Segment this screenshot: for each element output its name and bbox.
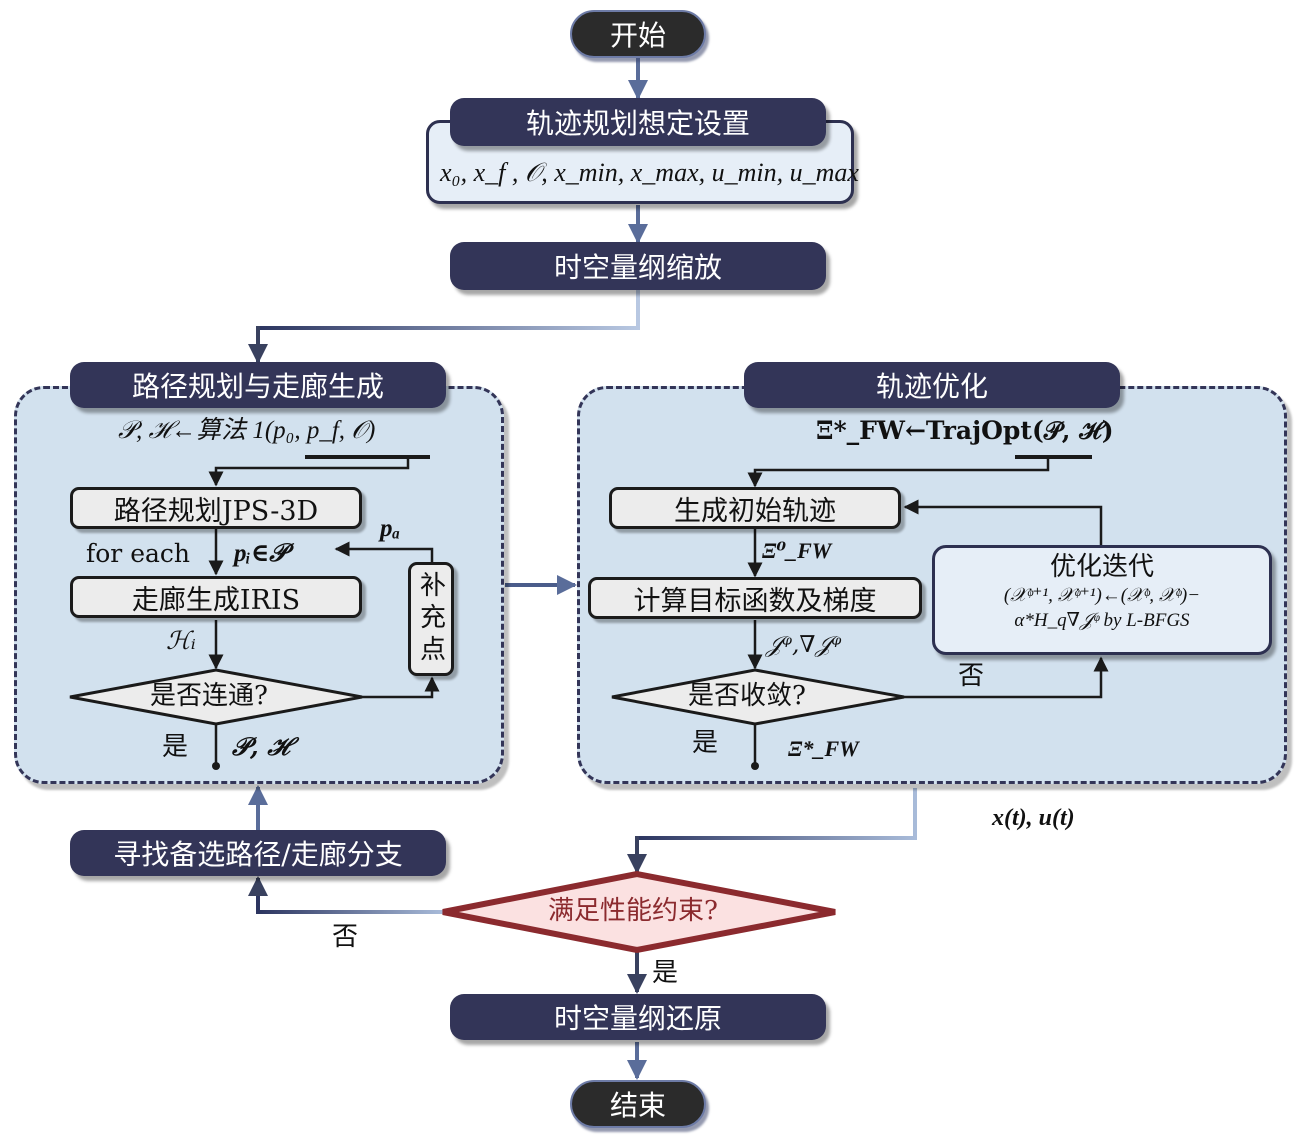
traj-algo-text: Ξ*_FW←TrajOpt(𝒫, ℋ) <box>816 416 1114 445</box>
xi0-label: Ξ⁰_FW <box>762 540 831 562</box>
setup-title-label: 轨迹规划想定设置 <box>525 107 750 140</box>
iris-node: 走廊生成IRIS <box>70 576 362 618</box>
jps-label: 路径规划JPS-3D <box>113 495 319 527</box>
traj-panel-title: 轨迹优化 <box>744 362 1120 408</box>
xu-output-label: x(t), u(t) <box>992 806 1075 830</box>
opt-iter-node: 优化迭代 (𝒳ᵠ⁺¹, 𝒳ᵠ⁺¹)←(𝒳ᵠ, 𝒳ᵠ)− α*H_q∇𝒥ᵠ by … <box>932 545 1272 655</box>
Jq-text: 𝒥ᵠ,∇𝒥ᵠ <box>766 632 842 658</box>
start-node: 开始 <box>570 10 706 58</box>
traj-panel-title-label: 轨迹优化 <box>875 370 988 403</box>
xi-star-label: Ξ*_FW <box>788 738 859 760</box>
pa-label: pₐ <box>380 516 400 541</box>
setup-params: x₀, x_f , 𝒪, x_min, x_max, u_min, u_max <box>440 160 859 186</box>
end-node: 结束 <box>570 1080 706 1128</box>
xu-output-text: x(t), u(t) <box>992 805 1075 831</box>
opt-iter-line2: α*H_q∇𝒥ᵠ by L-BFGS <box>1014 610 1190 631</box>
setup-params-text: x₀, x_f , 𝒪, x_min, x_max, u_min, u_max <box>440 158 859 187</box>
bottom-yes-label: 是 <box>652 960 678 986</box>
pa-text: pₐ <box>380 515 400 542</box>
left-yes-text: 是 <box>162 732 189 762</box>
path-algo-call: 𝒫, ℋ←算法 1(p₀, p_f, 𝒪) <box>118 418 375 443</box>
scale-label: 时空量纲缩放 <box>553 251 722 284</box>
supplement-label: 补充点 <box>415 571 446 667</box>
xi-star-text: Ξ*_FW <box>788 736 859 761</box>
init-traj-label: 生成初始轨迹 <box>674 495 836 527</box>
converged-label: 是否收敛? <box>688 683 806 709</box>
PH-out-label: 𝒫, ℋ <box>232 734 290 759</box>
right-no-text: 否 <box>958 661 985 691</box>
start-label: 开始 <box>609 19 666 52</box>
path-panel-title-label: 路径规划与走廊生成 <box>131 370 384 403</box>
converged-text: 是否收敛? <box>688 681 806 711</box>
end-label: 结束 <box>609 1089 666 1122</box>
pi-in-P-text: pᵢ∈𝒫 <box>234 540 288 567</box>
compute-node: 计算目标函数及梯度 <box>588 577 922 619</box>
connected-label: 是否连通? <box>150 683 268 709</box>
supplement-node: 补充点 <box>408 562 454 676</box>
init-traj-node: 生成初始轨迹 <box>609 487 901 529</box>
restore-node: 时空量纲还原 <box>450 994 826 1040</box>
right-yes-label: 是 <box>692 730 718 756</box>
for-each-text: for each <box>86 539 191 568</box>
right-yes-text: 是 <box>692 728 719 758</box>
bottom-no-text: 否 <box>332 922 359 952</box>
compute-label: 计算目标函数及梯度 <box>633 585 877 617</box>
iris-label: 走廊生成IRIS <box>131 584 301 616</box>
restore-label: 时空量纲还原 <box>553 1002 722 1035</box>
left-yes-label: 是 <box>162 734 188 760</box>
bottom-no-label: 否 <box>332 924 358 950</box>
PH-out-text: 𝒫, ℋ <box>232 732 290 761</box>
bottom-yes-text: 是 <box>652 958 679 988</box>
alt-branch-node: 寻找备选路径/走廊分支 <box>70 830 446 876</box>
Hi-label: ℋᵢ <box>166 628 196 653</box>
arrow-scale-path <box>258 290 640 330</box>
path-panel-title: 路径规划与走廊生成 <box>70 362 446 408</box>
connected-text: 是否连通? <box>150 681 268 711</box>
perf-check-diamond <box>442 870 836 954</box>
setup-title: 轨迹规划想定设置 <box>450 98 826 146</box>
perf-check-text: 满足性能约束? <box>548 896 718 926</box>
arrow-traj-to-perf <box>637 788 917 840</box>
right-no-label: 否 <box>958 663 984 689</box>
opt-iter-line1: (𝒳ᵠ⁺¹, 𝒳ᵠ⁺¹)←(𝒳ᵠ, 𝒳ᵠ)− <box>1003 585 1201 606</box>
Jq-label: 𝒥ᵠ,∇𝒥ᵠ <box>766 634 841 657</box>
path-algo-text: 𝒫, ℋ←算法 1(p₀, p_f, 𝒪) <box>118 417 376 444</box>
arrow-perf-no <box>256 880 443 914</box>
for-each-label: for each <box>86 541 190 566</box>
Hi-text: ℋᵢ <box>166 626 196 655</box>
alt-branch-label: 寻找备选路径/走廊分支 <box>113 838 403 871</box>
traj-algo-call: Ξ*_FW←TrajOpt(𝒫, ℋ) <box>816 418 1114 443</box>
pi-in-P-label: pᵢ∈𝒫 <box>234 541 287 566</box>
jps-node: 路径规划JPS-3D <box>70 487 362 529</box>
xi0-text: Ξ⁰_FW <box>762 538 832 563</box>
scale-node: 时空量纲缩放 <box>450 242 826 290</box>
perf-check-label: 满足性能约束? <box>548 898 718 924</box>
opt-iter-title: 优化迭代 <box>1049 552 1154 582</box>
